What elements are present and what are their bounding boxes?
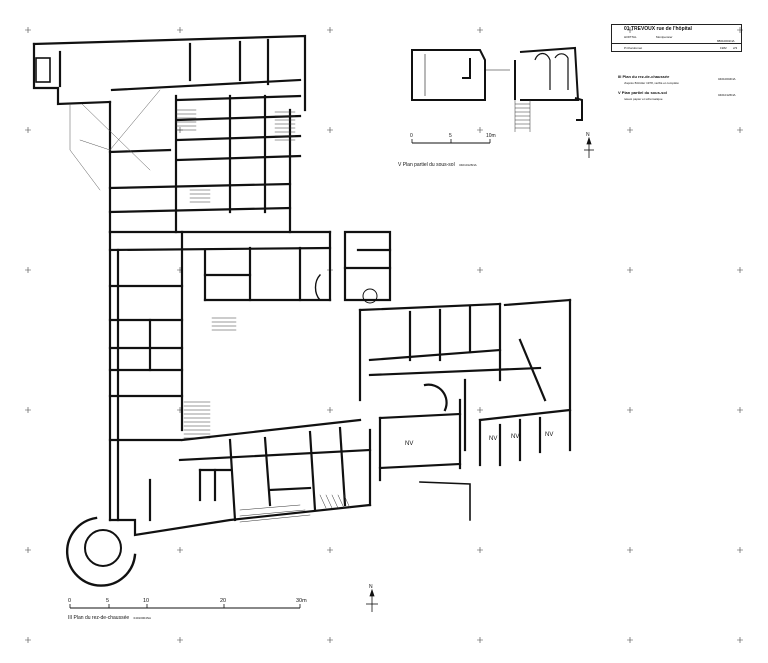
main-plan-caption: III Plan du rez-de-chaussée 04010004NA	[68, 615, 151, 621]
north-wing	[32, 34, 307, 234]
central-block	[328, 230, 502, 402]
scale-tick-label: 20	[220, 598, 226, 604]
basement-caption-text: V Plan partiel du sous-sol	[398, 162, 455, 168]
basement-scale-tick: 5	[449, 133, 452, 139]
room-mark-nv: NV	[489, 436, 497, 442]
subtitle-row: HOPITAL Montpensier 88010001NA	[612, 33, 741, 43]
main-north-arrow	[366, 588, 378, 612]
scale-tick-label: 5	[106, 598, 109, 604]
basement-stair	[514, 100, 531, 132]
sheet-number: 2/3	[733, 46, 738, 50]
registration-cross	[627, 127, 633, 133]
title-row: 01 TREVOUX rue de l'hôpital	[612, 25, 741, 33]
registration-cross	[25, 127, 31, 133]
basement-caption-code: 04010126NA	[459, 163, 477, 167]
registration-cross	[327, 127, 333, 133]
legend-item-label: III Plan du rez-de-chaussée	[618, 74, 670, 79]
registration-cross	[627, 267, 633, 273]
draftsman: P.Chardonnet	[624, 46, 643, 50]
registration-cross	[177, 547, 183, 553]
main-scale-bar	[69, 604, 301, 609]
registration-cross	[477, 407, 483, 413]
registration-cross	[25, 547, 31, 553]
room-mark-nv: NV	[511, 434, 519, 440]
registration-cross	[177, 27, 183, 33]
south-stair-hatch	[239, 494, 351, 523]
apse	[314, 274, 321, 301]
courtyard-lines	[69, 89, 161, 191]
basement-caption: V Plan partiel du sous-sol 04010126NA	[398, 162, 477, 168]
room-mark-nv: NV	[545, 432, 553, 438]
registration-cross	[25, 27, 31, 33]
west-stair-hatch	[183, 317, 237, 439]
main-plan-caption-code: 04010004NA	[133, 616, 152, 620]
year: 1982	[720, 46, 727, 50]
north-label: N	[369, 584, 373, 590]
registration-cross	[177, 637, 183, 643]
basement-plan	[411, 46, 583, 121]
registration-cross	[737, 267, 743, 273]
title-heading: 01 TREVOUX rue de l'hôpital	[624, 26, 692, 32]
scale-tick-label: 10	[143, 598, 149, 604]
registration-cross	[327, 637, 333, 643]
south-wing	[108, 418, 372, 537]
registration-cross	[477, 27, 483, 33]
east-terrace	[419, 481, 471, 521]
title-block: 01 TREVOUX rue de l'hôpital HOPITAL Mont…	[611, 24, 742, 52]
registration-cross	[627, 27, 633, 33]
registration-cross	[327, 547, 333, 553]
registration-cross	[477, 267, 483, 273]
place-name: Montpensier	[656, 35, 673, 39]
registration-cross	[477, 127, 483, 133]
basement-scale-tick: 0	[410, 133, 413, 139]
registration-cross	[477, 547, 483, 553]
round-tower	[65, 516, 137, 587]
registration-cross	[327, 407, 333, 413]
legend-item-note: relevé papier et schématique	[624, 97, 663, 101]
scale-tick-label: 0	[68, 598, 71, 604]
east-block	[368, 298, 572, 482]
legend-item-note: d'après B.Roller 1978, vérifié et complé…	[624, 81, 679, 85]
legend-item-code: 04010126NA	[718, 93, 736, 97]
legend-item-code: 04010004NA	[718, 77, 736, 81]
registration-cross	[327, 27, 333, 33]
registration-cross	[737, 127, 743, 133]
registration-cross	[737, 637, 743, 643]
legend-item-label: V Plan partiel du sous-sol	[618, 90, 667, 95]
registration-cross	[627, 637, 633, 643]
basement-scale-bar	[411, 139, 491, 144]
registration-cross	[737, 547, 743, 553]
north-label: N	[586, 132, 590, 138]
basement-scale-tick: 10m	[486, 133, 496, 139]
registration-cross	[737, 27, 743, 33]
registration-cross	[25, 637, 31, 643]
main-plan-caption-text: III Plan du rez-de-chaussée	[68, 615, 130, 621]
ground-floor-plan	[32, 34, 572, 587]
registration-cross	[627, 547, 633, 553]
credits-row: P.Chardonnet 1982 2/3	[612, 43, 741, 52]
basement-north-arrow	[584, 136, 594, 158]
reference-code: 88010001NA	[717, 39, 735, 43]
registration-cross	[477, 637, 483, 643]
scale-tick-label: 30m	[296, 598, 307, 604]
west-wing	[108, 230, 332, 522]
registration-cross	[627, 407, 633, 413]
building-name: HOPITAL	[624, 35, 637, 39]
north-stair-hatch	[175, 109, 296, 203]
registration-cross	[25, 267, 31, 273]
spiral-stair	[362, 288, 378, 304]
room-marks: NV NV NV NV	[405, 432, 553, 447]
registration-cross	[25, 407, 31, 413]
corner-room	[35, 57, 51, 83]
room-mark-nv: NV	[405, 441, 413, 447]
registration-crosses	[25, 27, 743, 643]
registration-cross	[737, 407, 743, 413]
